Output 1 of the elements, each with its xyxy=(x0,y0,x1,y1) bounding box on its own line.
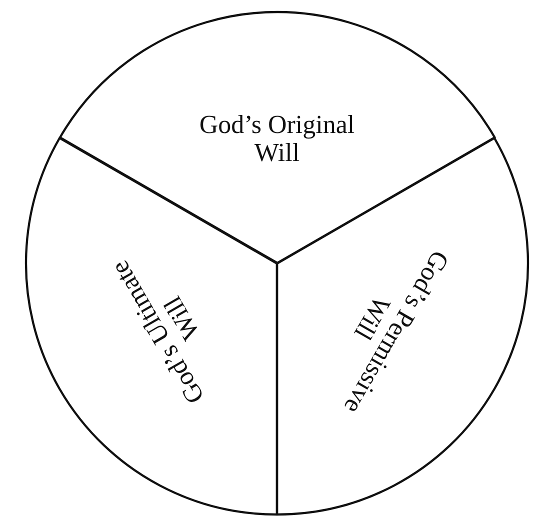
sector-label: God’s Original Will xyxy=(198,111,356,167)
